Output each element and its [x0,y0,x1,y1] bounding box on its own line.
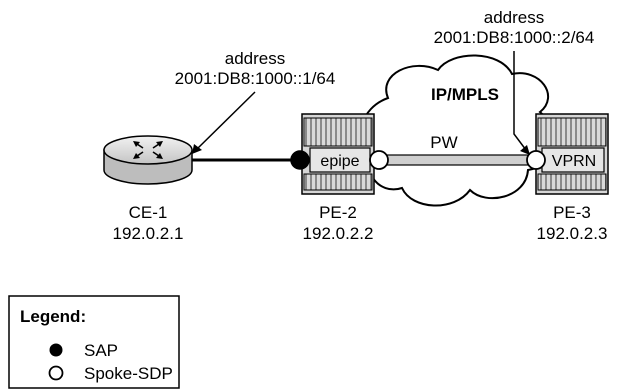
legend-spoke-sdp-icon [48,365,64,381]
legend-title: Legend: [20,307,86,326]
ce1-address-value: 2001:DB8:1000::1/64 [175,69,336,88]
ce1-ip: 192.0.2.1 [113,224,184,243]
ce1-address-leader [195,91,256,151]
ce1-address-arrow-icon [192,144,202,154]
cloud-label: IP/MPLS [431,85,499,104]
pe3-name: PE-3 [553,203,591,222]
pe3-address-label: address [484,8,544,27]
pe3-service-label: VPRN [552,153,596,170]
ip-mpls-cloud [360,54,553,207]
pe3-spoke-sdp-icon [526,150,546,170]
pe2-spoke-sdp-icon [369,150,389,170]
pw-label: PW [430,133,457,152]
ce1-router-icon [103,135,193,185]
pe3-service-box [541,147,605,173]
legend-sap-label: SAP [84,341,118,360]
pe2-name: PE-2 [319,203,357,222]
pw-tunnel [379,154,531,166]
pe2-ip: 192.0.2.2 [303,224,374,243]
legend: Legend: SAP Spoke-SDP [8,295,180,389]
pe3-address-value: 2001:DB8:1000::2/64 [434,28,595,47]
ce1-address-label: address [225,49,285,68]
legend-box [8,295,180,389]
ce1-name: CE-1 [129,203,168,222]
pe3-ip: 192.0.2.3 [537,224,608,243]
legend-sap-icon [49,343,63,357]
pe2-service-label: epipe [320,153,359,170]
pe3-address-arrow-icon [520,145,530,155]
pe2-service-box [309,147,371,173]
pe3-address-leader [513,51,527,151]
pe2-sap-icon [290,150,310,170]
legend-spoke-sdp-label: Spoke-SDP [84,364,173,383]
